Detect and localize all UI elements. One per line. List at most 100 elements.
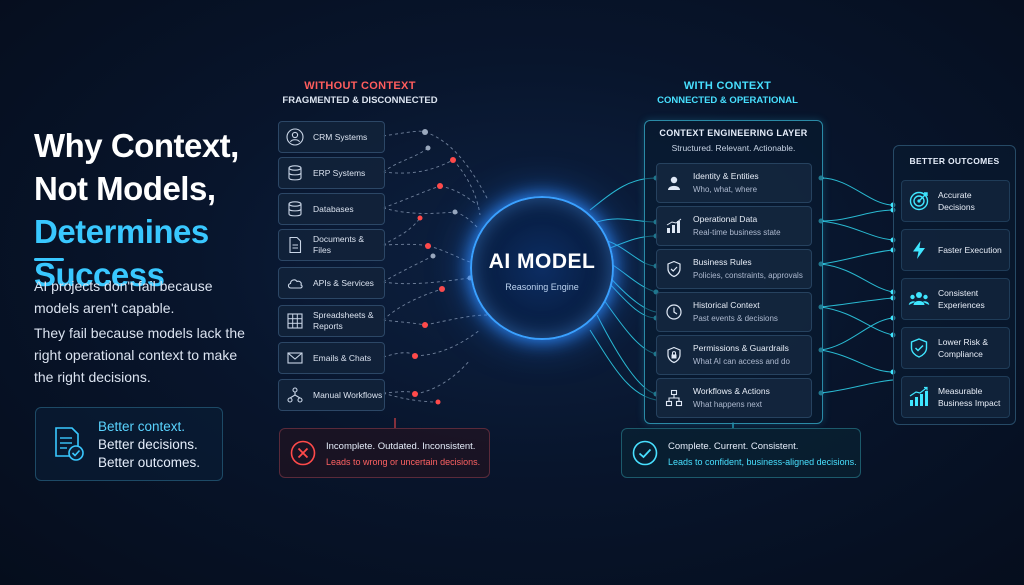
context-row-identity: Identity & Entities Who, what, where [656, 163, 812, 203]
outcome-label: Consistent Experiences [938, 288, 985, 310]
without-status-line-2: Leads to wrong or uncertain decisions. [326, 457, 481, 467]
row-title: Workflows & Actions [693, 386, 770, 396]
with-context-status: Complete. Current. Consistent. Leads to … [621, 428, 861, 478]
row-desc: Who, what, where [693, 185, 758, 194]
source-apis: APIs & Services [278, 267, 385, 299]
user-icon [286, 128, 304, 146]
layer-subtitle: Structured. Relevant. Actionable. [671, 143, 796, 153]
source-documents: Documents & Files [278, 229, 385, 261]
title-line-1: Why Context, [34, 127, 239, 164]
outcome-consistent: Consistent Experiences [901, 278, 1010, 320]
page-title: Why Context, Not Models, Determines Succ… [34, 124, 274, 296]
title-line-2: Not Models, [34, 170, 216, 207]
lightning-icon [913, 241, 925, 259]
source-label: Spreadsheets & Reports [313, 310, 374, 331]
source-spreadsheets: Spreadsheets & Reports [278, 305, 385, 337]
source-label: APIs & Services [313, 277, 374, 288]
ai-model-core: AI MODEL Reasoning Engine [470, 196, 614, 340]
source-databases: Databases [278, 193, 385, 225]
with-context-title: WITH CONTEXT [683, 80, 772, 92]
error-x-icon [290, 440, 316, 466]
without-context-title: WITHOUT CONTEXT [304, 80, 416, 92]
mail-icon [287, 352, 303, 364]
without-context-subtitle: FRAGMENTED & DISCONNECTED [282, 95, 438, 106]
clock-icon [666, 304, 682, 320]
growth-chart-icon [909, 386, 928, 406]
tagline-box: Better context. Better decisions. Better… [35, 407, 223, 481]
document-icon [289, 236, 302, 254]
with-context-header: WITH CONTEXT CONNECTED & OPERATIONAL [640, 80, 815, 106]
tagline-1: Better context. [98, 419, 186, 434]
workflow-icon [287, 387, 303, 403]
context-row-permissions: Permissions & Guardrails What AI can acc… [656, 335, 812, 375]
row-title: Identity & Entities [693, 171, 759, 181]
row-title: Permissions & Guardrails [693, 343, 789, 353]
row-desc: What AI can access and do [693, 357, 790, 366]
cloud-icon [287, 279, 303, 289]
source-label: ERP Systems [313, 167, 366, 178]
ai-model-title: AI MODEL [488, 250, 596, 273]
source-label: Databases [313, 203, 354, 214]
title-line-3: Determines Success [34, 213, 209, 293]
without-status-line-1: Incomplete. Outdated. Inconsistent. [326, 441, 476, 452]
ai-model-subtitle: Reasoning Engine [505, 282, 579, 292]
fragmented-lines [382, 130, 489, 403]
workflow-icon [665, 389, 683, 407]
context-row-operational: Operational Data Real-time business stat… [656, 206, 812, 246]
tagline-2: Better decisions. [98, 437, 198, 452]
grid-icon [287, 313, 303, 329]
with-status-line-2: Leads to confident, business-aligned dec… [668, 457, 857, 467]
outcome-risk: Lower Risk & Compliance [901, 327, 1010, 369]
source-label: Documents & Files [313, 234, 365, 255]
row-desc: Policies, constraints, approvals [693, 271, 803, 280]
tagline-3: Better outcomes. [98, 455, 201, 470]
better-outcomes-panel: BETTER OUTCOMES Accurate Decisions Faste… [893, 145, 1016, 425]
shield-icon [667, 260, 681, 278]
check-circle-icon [632, 440, 658, 466]
without-context-status: Incomplete. Outdated. Inconsistent. Lead… [279, 428, 490, 478]
outcome-impact: Measurable Business Impact [901, 376, 1010, 418]
lock-shield-icon [667, 346, 681, 364]
accent-rule [34, 258, 64, 261]
row-title: Historical Context [693, 300, 760, 310]
layer-title: CONTEXT ENGINEERING LAYER [659, 128, 808, 138]
database-icon [288, 201, 302, 217]
row-desc: Real-time business state [693, 228, 781, 237]
source-label: Manual Workflows [313, 389, 383, 400]
outcome-accurate: Accurate Decisions [901, 180, 1010, 222]
without-context-header: WITHOUT CONTEXT FRAGMENTED & DISCONNECTE… [275, 80, 445, 106]
thesis-paragraph: They fail because models lack the right … [34, 325, 245, 385]
outcome-label: Measurable Business Impact [938, 386, 1001, 408]
outcome-lines [820, 177, 894, 394]
user-icon [668, 176, 680, 190]
source-emails: Emails & Chats [278, 342, 385, 374]
outcomes-title: BETTER OUTCOMES [909, 156, 1000, 166]
context-row-rules: Business Rules Policies, constraints, ap… [656, 249, 812, 289]
intro-paragraph: AI projects don't fail because models ar… [34, 278, 213, 316]
target-icon [909, 191, 929, 211]
outcome-faster: Faster Execution [901, 229, 1010, 271]
shield-check-icon [910, 338, 928, 358]
row-desc: Past events & decisions [693, 314, 778, 323]
context-engineering-layer: CONTEXT ENGINEERING LAYER Structured. Re… [644, 120, 823, 424]
outcome-label: Lower Risk & Compliance [938, 337, 989, 359]
with-status-line-1: Complete. Current. Consistent. [668, 441, 799, 452]
people-icon [908, 292, 930, 305]
source-manual: Manual Workflows [278, 379, 385, 411]
context-row-history: Historical Context Past events & decisio… [656, 292, 812, 332]
outcome-label: Faster Execution [938, 245, 1002, 255]
bar-chart-icon [666, 218, 682, 233]
with-context-subtitle: CONNECTED & OPERATIONAL [657, 95, 798, 106]
row-title: Business Rules [693, 257, 752, 267]
outcome-label: Accurate Decisions [938, 190, 975, 212]
source-crm: CRM Systems [278, 121, 385, 153]
context-row-workflows: Workflows & Actions What happens next [656, 378, 812, 418]
source-label: CRM Systems [313, 131, 368, 142]
row-desc: What happens next [693, 400, 762, 409]
database-icon [288, 165, 302, 181]
document-check-icon [55, 427, 84, 461]
row-title: Operational Data [693, 214, 758, 224]
source-erp: ERP Systems [278, 157, 385, 189]
source-label: Emails & Chats [313, 352, 372, 363]
fragmented-nodes [412, 129, 473, 405]
